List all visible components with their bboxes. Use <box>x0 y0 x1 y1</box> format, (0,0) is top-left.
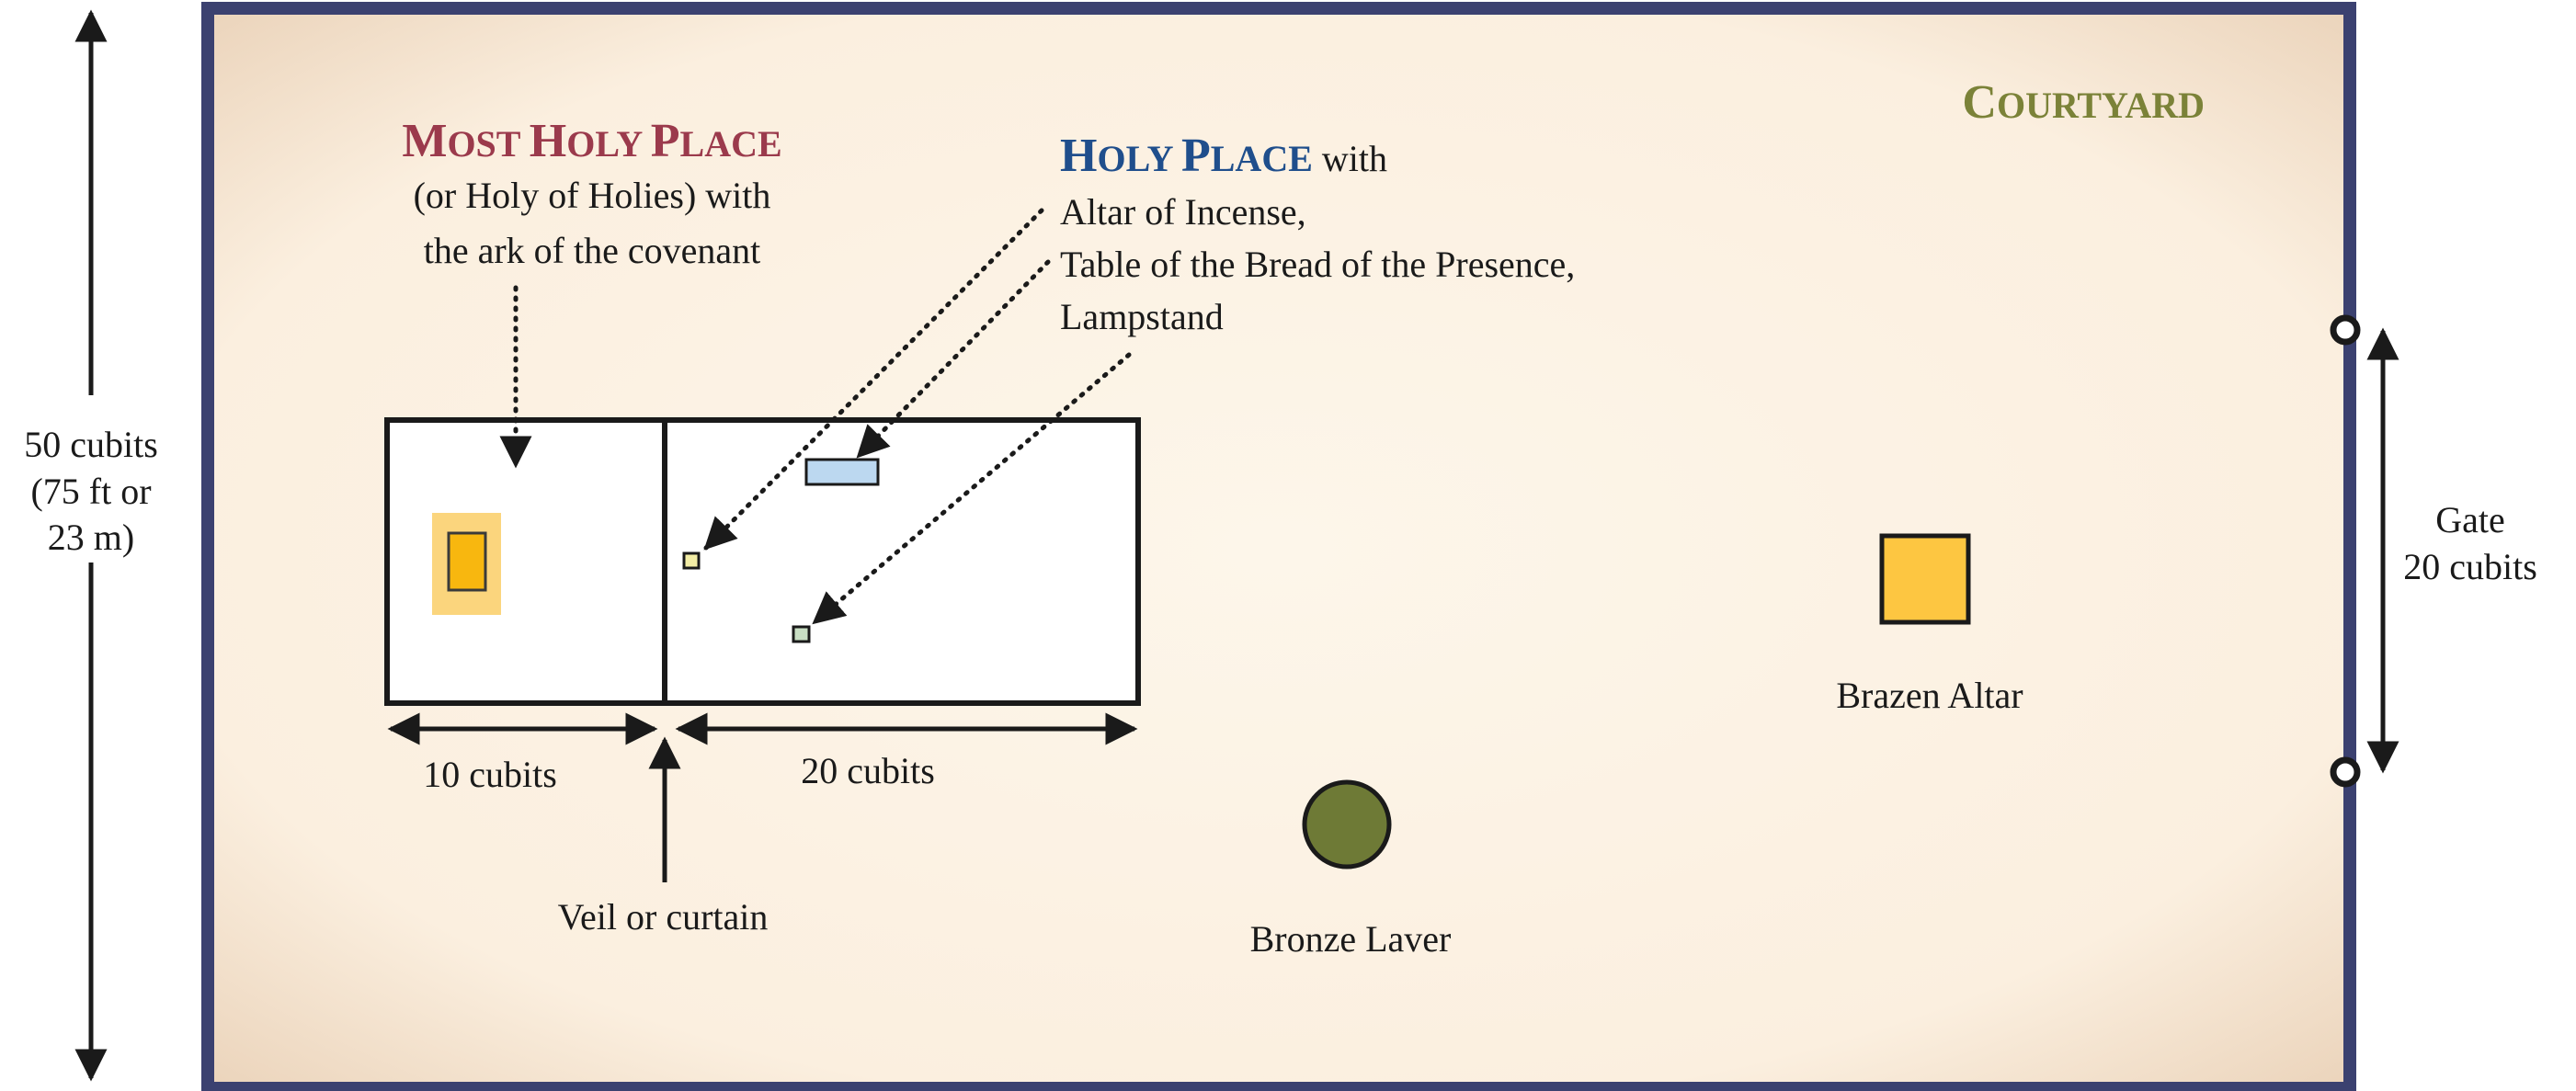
most-holy-place-title: MOST HOLY PLACE <box>402 115 781 167</box>
gate-label-line2: 20 cubits <box>2403 546 2537 587</box>
brazen-altar <box>1879 533 1971 625</box>
veil-label: Veil or curtain <box>558 896 769 938</box>
incense-pointer-arrow <box>703 208 1044 551</box>
holy-place-item-incense: Altar of Incense, <box>1060 191 1306 233</box>
courtyard-title: COURTYARD <box>1962 76 2205 129</box>
ark-of-covenant <box>447 531 487 592</box>
bronze-laver <box>1302 779 1392 869</box>
height-label-line2: (75 ft or <box>30 471 151 512</box>
most-holy-place-line2: (or Holy of Holies) with <box>414 175 771 216</box>
gate-label-line1: Gate <box>2435 499 2505 540</box>
most-holy-width-label: 10 cubits <box>423 754 557 795</box>
altar-of-incense <box>682 551 701 570</box>
lampstand <box>792 625 811 643</box>
holy-place-item-lampstand: Lampstand <box>1060 296 1224 337</box>
table-pointer-arrow <box>856 259 1051 459</box>
height-label-line1: 50 cubits <box>24 424 158 465</box>
bronze-laver-label: Bronze Laver <box>1250 918 1452 960</box>
holy-place-title: HOLY PLACE with <box>1060 130 1387 182</box>
holy-place-item-table: Table of the Bread of the Presence, <box>1060 244 1575 285</box>
gate-post-bottom <box>2330 756 2361 788</box>
brazen-altar-label: Brazen Altar <box>1836 675 2023 716</box>
holy-width-label: 20 cubits <box>801 750 935 791</box>
table-of-bread <box>804 458 880 486</box>
height-label-line3: 23 m) <box>48 517 134 558</box>
lampstand-pointer-arrow <box>812 352 1132 625</box>
most-holy-place-line3: the ark of the covenant <box>424 230 761 271</box>
gate-post-top <box>2330 314 2361 346</box>
